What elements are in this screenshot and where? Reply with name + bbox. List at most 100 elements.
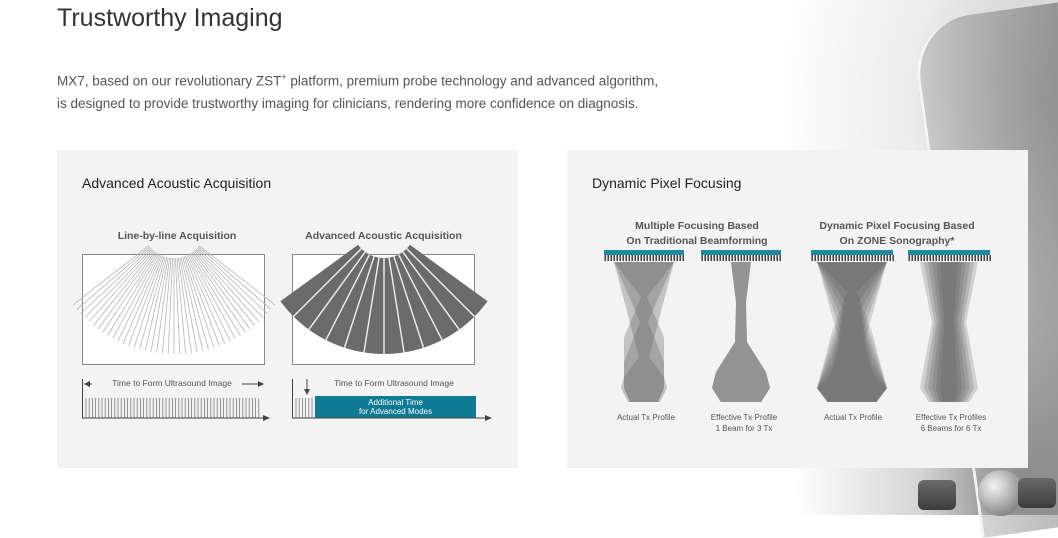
probe-element: [719, 255, 721, 261]
scan-line: [93, 250, 155, 326]
probe-element: [646, 255, 648, 261]
probe-element: [932, 255, 934, 261]
scan-line: [76, 246, 150, 310]
scan-line: [190, 253, 241, 336]
probe-element: [604, 255, 606, 261]
probe-element: [767, 255, 769, 261]
scan-line: [88, 249, 154, 322]
tx-beam-profile: [817, 262, 887, 402]
line-by-line-title: Line-by-line Acquisition: [117, 230, 237, 242]
probe-element: [817, 255, 819, 261]
fan-separator: [292, 248, 362, 318]
additional-line2: for Advanced Modes: [359, 407, 432, 416]
advanced-acquisition-title: Advanced Acoustic Acquisition: [305, 230, 462, 242]
probe-element: [974, 255, 976, 261]
probe-element: [607, 255, 609, 261]
fan-separator: [388, 257, 405, 353]
probe-element: [862, 255, 864, 261]
probe-element: [823, 255, 825, 261]
probe-element: [773, 255, 775, 261]
probe-element: [914, 255, 916, 261]
scan-line: [97, 251, 156, 330]
probe-element: [923, 255, 925, 261]
caption-effective-tx-1-line2: 1 Beam for 3 Tx: [715, 424, 773, 433]
probe-element: [670, 255, 672, 261]
probe-element: [779, 255, 781, 261]
probe-element: [820, 255, 822, 261]
fan-separator: [397, 254, 443, 341]
probe-element: [986, 255, 988, 261]
probe-array: [701, 250, 781, 255]
scan-line: [187, 254, 231, 342]
probe-element: [971, 255, 973, 261]
scan-line: [102, 252, 157, 333]
probe-element: [968, 255, 970, 261]
probe-element: [610, 255, 612, 261]
probe-element: [667, 255, 669, 261]
probe-array: [604, 250, 684, 255]
scan-line: [117, 254, 161, 342]
scan-line: [193, 250, 255, 326]
scan-line: [133, 256, 165, 348]
device-knob: [978, 470, 1024, 516]
tx-beam-profile: [920, 262, 978, 402]
device-key: [918, 480, 956, 510]
probe-element: [959, 255, 961, 261]
fan-separator: [308, 251, 366, 330]
probe-element: [844, 255, 846, 261]
probe-element: [883, 255, 885, 261]
tx-beam-profile: [614, 262, 674, 402]
scan-line: [194, 249, 260, 322]
caption-effective-tx-1: Effective Tx Profile 1 Beam for 3 Tx: [700, 412, 788, 434]
probe-element: [664, 255, 666, 261]
scan-line: [84, 248, 152, 319]
line-by-line-fan-diagram: [72, 245, 276, 365]
traditional-beamforming-title: Multiple Focusing Based On Traditional B…: [597, 219, 797, 249]
probe-element: [920, 255, 922, 261]
intro-part2: platform, premium probe technology and a…: [286, 73, 659, 89]
scan-line: [182, 256, 209, 350]
scan-line: [156, 257, 171, 353]
scan-line: [80, 247, 151, 314]
probe-element: [634, 255, 636, 261]
caption-actual-tx-2: Actual Tx Profile: [823, 413, 883, 422]
probe-element: [776, 255, 778, 261]
tx-beam-profile: [614, 262, 674, 402]
probe-element: [737, 255, 739, 261]
tx-beam-profile: [936, 262, 962, 402]
probe-element: [877, 255, 879, 261]
group1-line1: Multiple Focusing Based: [635, 220, 759, 232]
scan-line: [122, 255, 162, 344]
scan-line: [162, 257, 172, 354]
scan-line: [180, 257, 204, 351]
scan-line: [107, 253, 158, 336]
scan-line: [196, 248, 264, 319]
probe-element: [980, 255, 982, 261]
additional-line1: Additional Time: [368, 398, 423, 407]
probe-element: [658, 255, 660, 261]
probe-element: [935, 255, 937, 261]
probe-element: [710, 255, 712, 261]
acquisition-card: Advanced Acoustic Acquisition Line-by-li…: [57, 150, 518, 468]
scan-line: [112, 253, 160, 339]
probe-element: [908, 255, 910, 261]
probe-element: [758, 255, 760, 261]
group1-line2: On Traditional Beamforming: [626, 235, 768, 247]
probe-element: [941, 255, 943, 261]
scan-line: [186, 255, 226, 344]
caption-effective-tx-1-line1: Effective Tx Profile: [710, 413, 778, 422]
probe-element: [722, 255, 724, 261]
probe-element: [926, 255, 928, 261]
scan-line: [144, 257, 168, 351]
probe-element: [826, 255, 828, 261]
advanced-timeline: [292, 379, 492, 421]
scan-line: [179, 257, 198, 352]
probe-element: [770, 255, 772, 261]
probe-element: [868, 255, 870, 261]
group2-line2: On ZONE Sonography*: [839, 235, 955, 247]
probe-element: [619, 255, 621, 261]
caption-effective-tx-2-line1: Effective Tx Profiles: [915, 413, 987, 422]
probe-element: [701, 255, 703, 261]
caption-effective-tx-2: Effective Tx Profiles 6 Beams for 6 Tx: [907, 412, 995, 434]
probe-element: [886, 255, 888, 261]
